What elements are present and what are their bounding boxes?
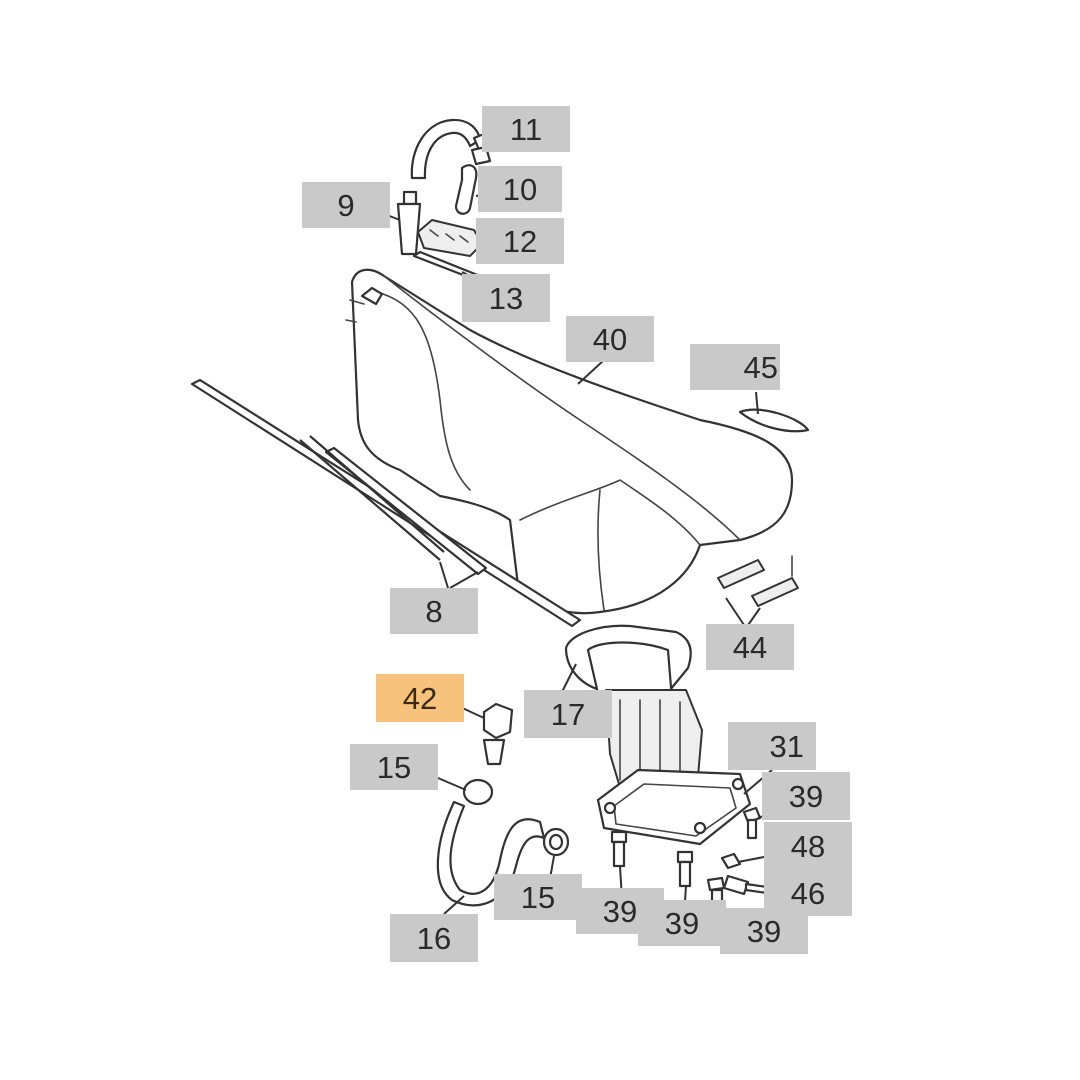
callout-17[interactable]: 17 — [524, 690, 612, 738]
callout-8[interactable]: 8 — [390, 588, 478, 634]
callout-44[interactable]: 44 — [706, 624, 794, 670]
part-8-rails[interactable] — [190, 378, 582, 628]
callout-31[interactable]: 31 — [728, 722, 816, 770]
callout-15-lower[interactable]: 15 — [494, 874, 582, 920]
part-45-seal[interactable] — [738, 408, 810, 433]
callout-48[interactable]: 48 — [764, 822, 852, 870]
part-15-clamp-a[interactable] — [462, 778, 494, 806]
callout-46[interactable]: 46 — [764, 870, 852, 916]
callout-39-lower-c[interactable]: 39 — [720, 908, 808, 954]
part-40-fuel-tank[interactable] — [345, 268, 794, 615]
part-39-bolt-b[interactable] — [610, 830, 628, 868]
part-42-fitting[interactable] — [482, 702, 514, 766]
callout-39-lower-b[interactable]: 39 — [638, 900, 726, 946]
part-39-bolt-a[interactable] — [742, 806, 762, 840]
part-9-fitting[interactable] — [396, 190, 422, 256]
callout-15-upper[interactable]: 15 — [350, 744, 438, 790]
callout-39-upper[interactable]: 39 — [762, 772, 850, 820]
callout-40[interactable]: 40 — [566, 316, 654, 362]
callout-11[interactable]: 11 — [482, 106, 570, 152]
callout-16[interactable]: 16 — [390, 914, 478, 962]
callout-9[interactable]: 9 — [302, 182, 390, 228]
callout-10[interactable]: 10 — [478, 166, 562, 212]
callout-12[interactable]: 12 — [476, 218, 564, 264]
part-44-dampers[interactable] — [717, 555, 799, 607]
callout-45[interactable]: 45 — [690, 344, 780, 390]
part-16-hose[interactable] — [436, 800, 546, 907]
part-31-flange[interactable] — [596, 768, 752, 846]
part-48-nut[interactable] — [720, 852, 742, 870]
part-39-bolt-c[interactable] — [676, 850, 694, 888]
part-10-hose[interactable] — [454, 164, 478, 215]
part-12-bracket[interactable] — [417, 219, 483, 257]
callout-13[interactable]: 13 — [462, 274, 550, 322]
part-15-clamp-b[interactable] — [542, 827, 570, 857]
callout-42[interactable]: 42 — [376, 674, 464, 722]
